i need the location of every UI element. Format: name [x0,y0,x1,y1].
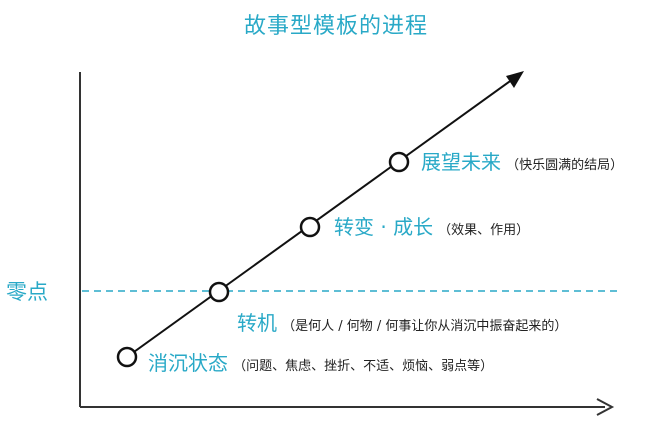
progress-arrowhead [506,71,524,88]
stage-note: （快乐圆满的结局） [506,158,624,173]
stage-note: （是何人 / 何物 / 何事让你从消沉中振奋起来的） [282,319,568,334]
stage-depressed: 消沉状态 （问题、焦虑、挫折、不适、烦恼、弱点等） [148,349,493,381]
stage-label: 展望未来 [421,150,501,174]
stage-turning-point: 转机 （是何人 / 何物 / 何事让你从消沉中振奋起来的） [237,309,567,341]
progress-arrow-line [126,78,514,358]
stage-marker-1 [116,346,138,368]
stage-note: （问题、焦虑、挫折、不适、烦恼、弱点等） [233,359,494,374]
stage-label: 消沉状态 [148,351,228,375]
stage-label: 转变 · 成长 [334,215,434,239]
stage-note: （效果、作用） [438,223,530,238]
stage-future-outlook: 展望未来 （快乐圆满的结局） [421,148,623,180]
x-axis-arrowhead [596,398,615,416]
stage-marker-3 [299,216,321,238]
diagram-title: 故事型模板的进程 [243,14,428,39]
stage-change-growth: 转变 · 成长 （效果、作用） [334,213,529,245]
zero-point-label: 零点 [6,280,48,304]
stage-marker-4 [388,151,410,173]
stage-label: 转机 [237,311,277,335]
stage-marker-2 [208,281,230,303]
